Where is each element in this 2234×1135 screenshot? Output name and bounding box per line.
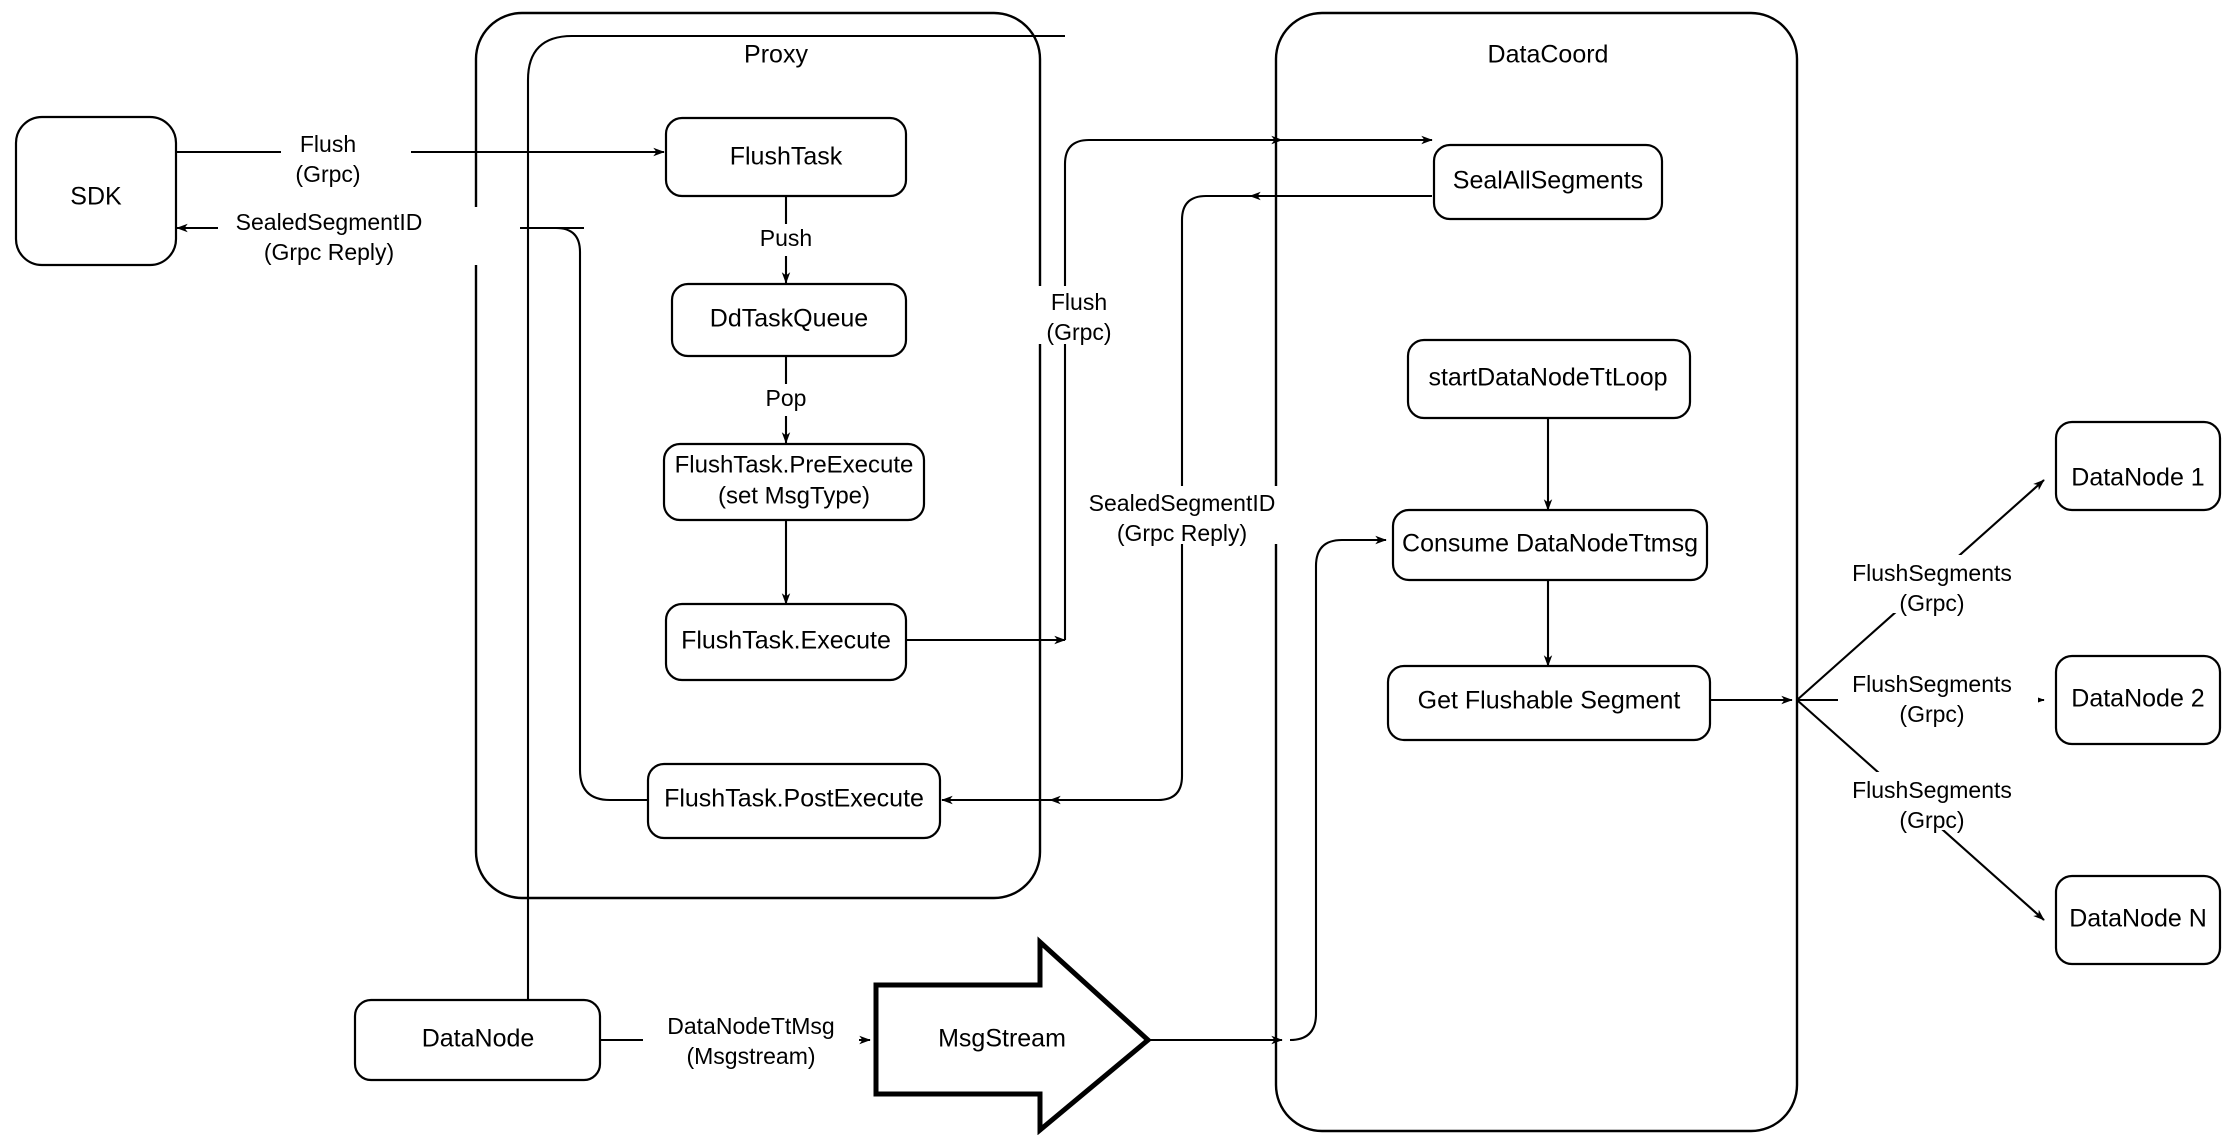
- node-datanode-1[interactable]: [2054, 420, 2222, 512]
- node-flush-task-preexecute[interactable]: [662, 442, 926, 522]
- container-datacoord: [1274, 11, 1799, 1133]
- node-flush-task-preexecute-label-1: FlushTask.PreExecute: [675, 451, 914, 478]
- edge-label-bg-flushsegments-2: [1838, 666, 2038, 724]
- node-datanode-bottom-label: DataNode: [422, 1025, 535, 1053]
- edge-label-flush-grpc-line2: (Grpc): [295, 161, 360, 187]
- node-start-datanode-tt-loop-label: startDataNodeTtLoop: [1428, 364, 1667, 392]
- node-datanode-2[interactable]: [2054, 654, 2222, 746]
- edge-label-flushsegments-2-line1: FlushSegments: [1852, 671, 2012, 697]
- node-datanode-n[interactable]: [2054, 874, 2222, 966]
- node-flush-task-label: FlushTask: [730, 143, 843, 171]
- node-seal-all-segments[interactable]: [1432, 143, 1664, 221]
- edge-label-flushsegments-1-line1: FlushSegments: [1852, 560, 2012, 586]
- edge-label-bg-push: [745, 224, 823, 256]
- node-flush-task-execute[interactable]: [664, 602, 908, 682]
- node-consume-datanode-ttmsg-label: Consume DataNodeTtmsg: [1402, 530, 1698, 558]
- edge-proxy-left-bus: [526, 34, 1065, 1052]
- node-datanode-2-label: DataNode 2: [2071, 685, 2204, 713]
- node-flush-task-execute-label: FlushTask.Execute: [681, 627, 891, 655]
- edge-label-flushsegments-3-line1: FlushSegments: [1852, 777, 2012, 803]
- node-msgstream-label: MsgStream: [938, 1025, 1066, 1053]
- edge-label-flush-mid-line2: (Grpc): [1046, 319, 1111, 345]
- edge-flush-grpc-trunk: [1063, 135, 1433, 640]
- node-get-flushable-segment[interactable]: [1386, 664, 1712, 742]
- edge-label-bg-flushsegments-1: [1838, 555, 2038, 613]
- container-proxy: [474, 11, 1042, 900]
- edge-label-flushsegments-1-line2: (Grpc): [1899, 590, 1964, 616]
- node-datanode-bottom[interactable]: [353, 998, 602, 1082]
- edge-label-sealed-mid-line2: (Grpc Reply): [1117, 520, 1247, 546]
- edge-label-bg-flush-mid: [1019, 286, 1123, 344]
- edge-label-flushsegments-2-line2: (Grpc): [1899, 701, 1964, 727]
- node-sdk[interactable]: [14, 115, 178, 267]
- edge-label-bg-flush-grpc: [281, 130, 411, 188]
- edge-label-flushsegments-3-line2: (Grpc): [1899, 807, 1964, 833]
- node-consume-datanode-ttmsg[interactable]: [1391, 508, 1709, 582]
- node-flush-task[interactable]: [664, 116, 908, 198]
- node-start-datanode-tt-loop[interactable]: [1406, 338, 1692, 420]
- edge-label-pop: Pop: [766, 385, 807, 411]
- edge-msgstream-to-consume: [1289, 535, 1387, 1042]
- edge-label-sealed-mid-line1: SealedSegmentID: [1089, 490, 1276, 516]
- edge-label-datanode-ttmsg-line2: (Msgstream): [686, 1043, 815, 1069]
- node-datanode-1-label: DataNode 1: [2071, 464, 2204, 492]
- edge-label-sealed-reply-line2: (Grpc Reply): [264, 239, 394, 265]
- node-seal-all-segments-label: SealAllSegments: [1453, 167, 1643, 195]
- edge-postexecute-return: [555, 226, 648, 802]
- container-proxy-label: Proxy: [744, 41, 808, 69]
- node-sdk-label: SDK: [70, 183, 122, 211]
- edge-label-bg-flushsegments-3: [1838, 772, 2038, 830]
- node-flush-task-postexecute-label: FlushTask.PostExecute: [664, 785, 924, 813]
- node-flush-task-postexecute[interactable]: [646, 762, 942, 840]
- edge-label-bg-pop: [749, 384, 819, 416]
- container-datacoord-label: DataCoord: [1488, 41, 1609, 69]
- edge-label-datanode-ttmsg-line1: DataNodeTtMsg: [667, 1013, 834, 1039]
- node-dd-task-queue[interactable]: [670, 282, 908, 358]
- node-flush-task-preexecute-label-2: (set MsgType): [718, 482, 870, 509]
- edge-label-bg-sealed-mid: [1088, 486, 1282, 544]
- edge-label-bg-sealed-reply: [218, 207, 520, 265]
- node-datanode-n-label: DataNode N: [2069, 905, 2207, 933]
- edge-label-flush-grpc-line1: Flush: [300, 131, 356, 157]
- node-dd-task-queue-label: DdTaskQueue: [710, 305, 868, 333]
- node-get-flushable-segment-label: Get Flushable Segment: [1418, 687, 1681, 715]
- edge-label-bg-datanode-ttmsg: [643, 1012, 859, 1070]
- edge-label-push: Push: [760, 225, 812, 251]
- edge-label-sealed-reply-line1: SealedSegmentID: [236, 209, 423, 235]
- edge-label-flush-mid-line1: Flush: [1051, 289, 1107, 315]
- node-msgstream[interactable]: [873, 936, 1152, 1135]
